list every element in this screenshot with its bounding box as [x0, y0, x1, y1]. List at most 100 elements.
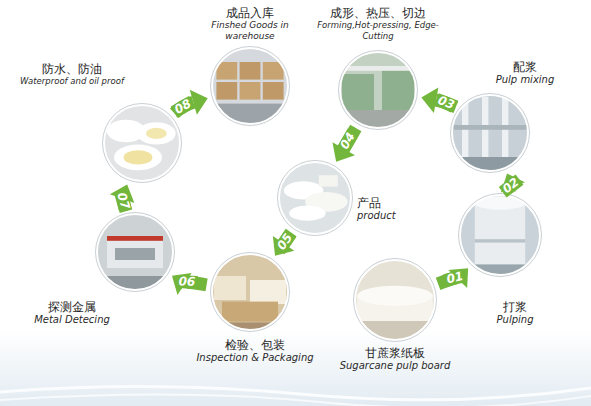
- photo-ring: [279, 162, 352, 235]
- photo-ring: [452, 95, 529, 172]
- photo-ring: [212, 48, 289, 125]
- step-title-en: Inspection & Packaging: [180, 352, 330, 364]
- photo-shape: [137, 122, 175, 144]
- process-arrow: [438, 268, 468, 288]
- photo-shape: [250, 280, 286, 304]
- step-label: 成形、热压、切边Forming,Hot-pressing, Edge-Cutti…: [317, 6, 439, 41]
- photo-shape: [475, 239, 525, 242]
- step-circle: 成形、热压、切边Forming,Hot-pressing, Edge-Cutti…: [338, 50, 418, 130]
- photo-shape: [289, 206, 325, 221]
- step-title-en: Metal Detecing: [17, 314, 127, 326]
- photo-shape: [450, 125, 530, 130]
- photo-ring: [340, 52, 417, 129]
- photo-outline: [354, 259, 437, 342]
- step-label: 检验、包装Inspection & Packaging: [180, 338, 330, 364]
- step-label: 打浆Pulping: [475, 300, 555, 326]
- photo-shape: [146, 128, 167, 139]
- step-circle: 产品product: [277, 160, 353, 236]
- photo-shape: [475, 201, 525, 272]
- photo-ring: [97, 214, 174, 291]
- photo-shape: [216, 82, 237, 100]
- step-photo: [458, 193, 542, 277]
- process-arrow: [172, 273, 207, 295]
- step-circle: 探测金属Metal Detecing: [95, 212, 175, 292]
- step-title-en: Forming,Hot-pressing, Edge-Cutting: [317, 20, 439, 40]
- step-label: 甘蔗浆纸板Sugarcane pulp board: [320, 346, 470, 372]
- photo-shape: [382, 70, 414, 110]
- photo-shape: [346, 66, 410, 71]
- photo-shape: [240, 82, 261, 100]
- photo-shape: [210, 104, 290, 126]
- step-label: 配浆Pulp mixing: [480, 60, 570, 86]
- photo-shape: [107, 236, 163, 241]
- photo-shape: [222, 302, 278, 322]
- step-circle: 检验、包装Inspection & Packaging: [210, 252, 290, 332]
- step-circle: 打浆Pulping: [458, 193, 542, 277]
- step-photo: [102, 103, 182, 183]
- step-label: 防水、防油Waterproof and oil proof: [6, 62, 138, 87]
- step-title-zh: 打浆: [475, 300, 555, 314]
- step-number: 04: [337, 129, 359, 153]
- photo-outline: [451, 94, 530, 173]
- step-number: 01: [443, 269, 466, 287]
- background-wave: [0, 386, 591, 399]
- step-circle: 配浆Pulp mixing: [450, 93, 530, 173]
- step-title-zh: 配浆: [480, 60, 570, 74]
- photo-ring: [212, 254, 289, 331]
- photo-shape: [107, 236, 163, 268]
- photo-ground: [210, 46, 290, 126]
- photo-outline: [96, 213, 175, 292]
- step-photo: [95, 212, 175, 292]
- photo-ground: [277, 160, 353, 236]
- photo-ground: [102, 103, 182, 183]
- photo-outline: [211, 47, 290, 126]
- photo-ring: [460, 195, 541, 276]
- step-circle: 甘蔗浆纸板Sugarcane pulp board: [353, 258, 437, 342]
- photo-shape: [319, 175, 338, 186]
- photo-outline: [278, 161, 353, 236]
- step-number: 06: [177, 275, 198, 289]
- step-photo: [338, 50, 418, 130]
- step-title-zh: 甘蔗浆纸板: [320, 346, 470, 360]
- step-title-zh: 检验、包装: [180, 338, 330, 352]
- step-title-en: Finshed Goods in warehouse: [203, 20, 297, 42]
- photo-outline: [103, 104, 182, 183]
- photo-shape: [214, 276, 246, 300]
- step-photo: [277, 160, 353, 236]
- step-title-en: product: [357, 210, 427, 222]
- photo-ring: [104, 105, 181, 182]
- step-number: 05: [274, 229, 296, 253]
- step-label: 产品product: [357, 196, 427, 222]
- photo-shape: [357, 286, 433, 306]
- photo-shape: [342, 74, 374, 110]
- step-photo: [210, 252, 290, 332]
- step-number: 03: [434, 93, 458, 113]
- photo-ring: [355, 260, 436, 341]
- photo-shape: [114, 145, 162, 171]
- photo-ground: [458, 193, 542, 277]
- step-title-zh: 成品入库: [203, 6, 297, 20]
- step-photo: [210, 46, 290, 126]
- step-title-zh: 防水、防油: [6, 62, 138, 76]
- step-label: 探测金属Metal Detecing: [17, 300, 127, 326]
- step-title-zh: 成形、热压、切边: [317, 6, 439, 20]
- photo-ground: [95, 212, 175, 292]
- step-title-en: Pulp mixing: [480, 74, 570, 86]
- photo-shape: [115, 248, 155, 260]
- step-title-zh: 探测金属: [17, 300, 127, 314]
- step-label: 成品入库Finshed Goods in warehouse: [203, 6, 297, 42]
- step-title-en: Sugarcane pulp board: [320, 360, 470, 372]
- photo-shape: [240, 62, 261, 80]
- step-title-zh: 产品: [357, 196, 427, 210]
- step-number: 07: [114, 189, 132, 213]
- photo-ground: [338, 50, 418, 130]
- step-title-en: Waterproof and oil proof: [6, 76, 138, 86]
- step-photo: [450, 93, 530, 173]
- step-title-en: Pulping: [475, 314, 555, 326]
- photo-outline: [459, 194, 542, 277]
- step-photo: [353, 258, 437, 342]
- photo-ground: [210, 252, 290, 332]
- photo-ground: [450, 93, 530, 173]
- photo-outline: [339, 51, 418, 130]
